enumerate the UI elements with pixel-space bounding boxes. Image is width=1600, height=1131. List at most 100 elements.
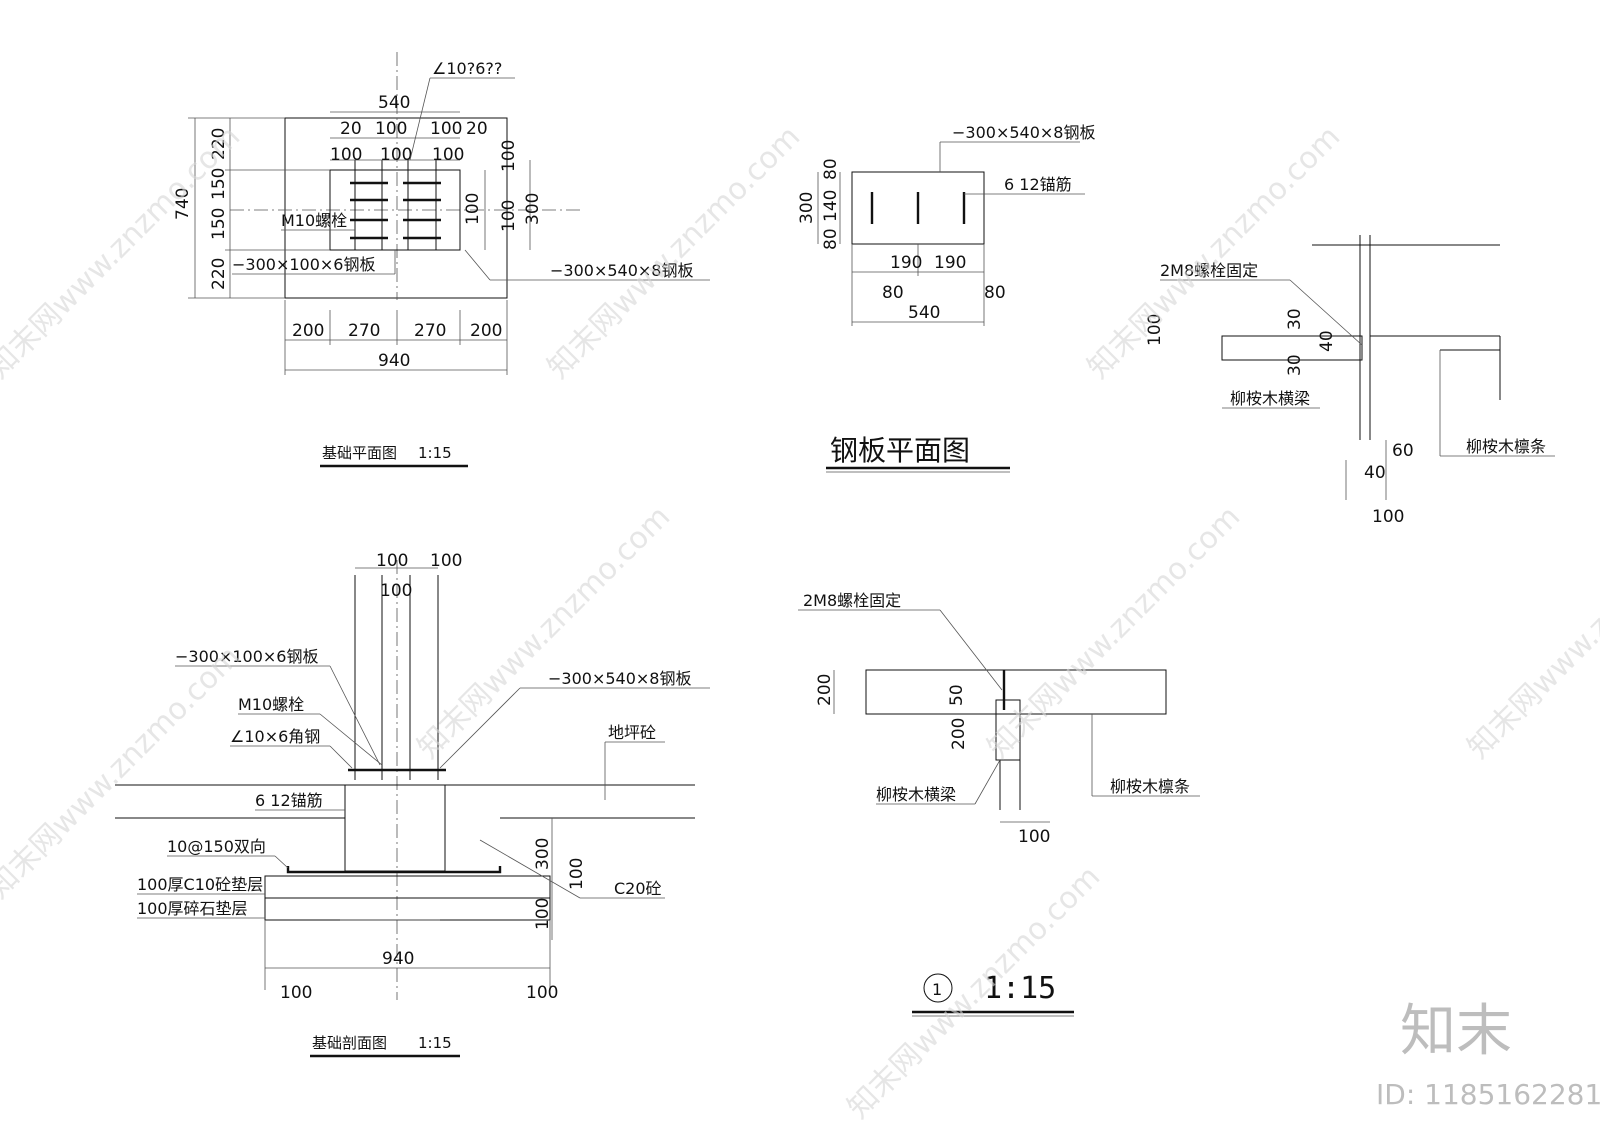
plan-dim-200a: 200	[292, 321, 324, 341]
section-title: 基础剖面图	[312, 1034, 387, 1052]
plan-dim-100c: 100	[330, 145, 362, 165]
joint-bottom-purlin-label: 柳桉木檩条	[1110, 777, 1190, 796]
watermark-text: 知末网www.znzmo.com	[0, 119, 247, 385]
detail-circle	[923, 973, 953, 1003]
joint-top-dim-30b: 30	[1285, 354, 1305, 376]
plan-title: 基础平面图	[322, 444, 397, 462]
joint-detail-top: 2M8螺栓固定 柳桉木横梁 柳桉木檩条 100 30 40 30 60 40 1…	[1145, 235, 1555, 527]
joint-bottom-dim-50: 50	[947, 684, 967, 706]
image-id: ID: 1185162281	[1376, 1078, 1600, 1111]
section-floor-label: 地坪砼	[608, 723, 656, 742]
plan-dim-100d: 100	[380, 145, 412, 165]
steel-plate-plan: −300×540×8钢板 6 12锚筋 80 140 80 300 190 19…	[797, 123, 1095, 473]
steel-dim-300: 300	[797, 192, 817, 224]
section-dim-100a: 100	[376, 551, 408, 571]
leader	[464, 249, 491, 281]
beam-rect	[995, 699, 1021, 761]
steel-plate-label: −300×540×8钢板	[952, 123, 1095, 142]
plan-dim-150b: 150	[209, 208, 229, 240]
plan-scale: 1:15	[418, 444, 452, 462]
leader	[409, 77, 431, 161]
plan-dim-100a: 100	[375, 119, 407, 139]
joint-top-dim-100a: 100	[1145, 314, 1165, 346]
plan-dim-270a: 270	[348, 321, 380, 341]
plan-dim-100b: 100	[430, 119, 462, 139]
steel-dim-540: 540	[908, 303, 940, 323]
joint-top-dim-100b: 100	[1372, 507, 1404, 527]
steel-dim-80d: 80	[984, 283, 1006, 303]
plan-dim-220a: 220	[209, 128, 229, 160]
section-dim-300: 300	[533, 838, 553, 870]
joint-top-beam-label: 柳桉木横梁	[1230, 389, 1310, 408]
section-dim-100b: 100	[430, 551, 462, 571]
section-gravel-label: 100厚碎石垫层	[137, 899, 248, 918]
plan-dim-r100b: 100	[463, 193, 483, 225]
section-dim-b100a: 100	[280, 983, 312, 1003]
watermark-text: 知末网www.znzmo.com	[841, 859, 1107, 1125]
leader	[479, 839, 581, 899]
section-dim-100c: 100	[380, 581, 412, 601]
bottom-rebar	[286, 866, 502, 874]
plan-dim-20b: 20	[466, 119, 488, 139]
joint-bottom-dim-200a: 200	[815, 674, 835, 706]
joint-top-dim-40b: 40	[1364, 463, 1386, 483]
section-scale: 1:15	[418, 1034, 452, 1052]
section-large-plate-label: −300×540×8钢板	[548, 669, 691, 688]
leader	[319, 713, 383, 766]
joint-bottom-bolt-label: 2M8螺栓固定	[803, 591, 901, 610]
purlin-rect	[865, 669, 1167, 715]
section-dim-b100b: 100	[526, 983, 558, 1003]
section-c10-label: 100厚C10砼垫层	[137, 875, 263, 894]
logo: 知末	[1400, 999, 1512, 1064]
plan-dim-150a: 150	[209, 168, 229, 200]
watermark-text: 知末网www.znzmo.com	[541, 119, 807, 385]
plan-dim-200b: 200	[470, 321, 502, 341]
section-small-plate-label: −300×100×6钢板	[175, 647, 318, 666]
joint-top-purlin-label: 柳桉木檩条	[1466, 437, 1546, 456]
section-dim-r100a: 100	[567, 858, 587, 890]
watermark-text: 知末网www.znzmo.com	[1461, 499, 1600, 765]
steel-dim-80a: 80	[821, 158, 841, 180]
plan-dim-940: 940	[378, 351, 410, 371]
foundation-section: 100 100 100 −300×100×6钢板 −300×540×8钢板 M1…	[115, 551, 710, 1058]
joint-top-dim-30a: 30	[1285, 308, 1305, 330]
watermark-text: 知末网www.znzmo.com	[1081, 119, 1347, 385]
steel-dim-140: 140	[821, 190, 841, 222]
joint-top-dim-40a: 40	[1317, 330, 1337, 352]
plan-large-plate-label: −300×540×8钢板	[550, 261, 693, 280]
section-c20-label: C20砼	[614, 879, 662, 898]
plan-dim-20a: 20	[340, 119, 362, 139]
leader	[1289, 279, 1363, 346]
beam-rect	[1221, 335, 1363, 361]
steel-plate-title: 钢板平面图	[830, 434, 970, 467]
plan-dim-270b: 270	[414, 321, 446, 341]
steel-dim-80c: 80	[882, 283, 904, 303]
joint-bottom-scale: 1:15	[984, 971, 1056, 1006]
steel-dim-190b: 190	[934, 253, 966, 273]
plan-dim-r100a: 100	[499, 140, 519, 172]
joint-top-dim-60: 60	[1392, 441, 1414, 461]
pedestal	[344, 784, 446, 872]
plan-dim-220b: 220	[209, 258, 229, 290]
plan-small-plate-label: −300×100×6钢板	[232, 255, 375, 274]
leader	[329, 665, 381, 766]
leader	[439, 687, 521, 769]
plan-bolt-label: M10螺栓	[281, 211, 347, 230]
section-angle-label: ∠10×6角钢	[230, 727, 320, 746]
plan-dim-540: 540	[378, 93, 410, 113]
section-anchor-label: 6 12锚筋	[255, 791, 323, 810]
section-dim-940: 940	[382, 949, 414, 969]
section-dim-r100b: 100	[533, 898, 553, 930]
joint-bottom-circle-number: 1	[932, 980, 942, 999]
plan-outline	[284, 117, 508, 299]
plan-dim-740: 740	[173, 188, 193, 220]
watermark-text: 知末网www.znzmo.com	[0, 639, 247, 905]
plan-angle-label: ∠10?6??	[432, 59, 502, 78]
steel-dim-80b: 80	[821, 228, 841, 250]
plan-dim-r300: 300	[523, 193, 543, 225]
joint-top-bolt-label: 2M8螺栓固定	[1160, 261, 1258, 280]
plan-dim-r100c: 100	[499, 200, 519, 232]
foundation-plan: 540 20 100 100 20 100 100 100 ∠10?6?? 74…	[173, 52, 710, 468]
